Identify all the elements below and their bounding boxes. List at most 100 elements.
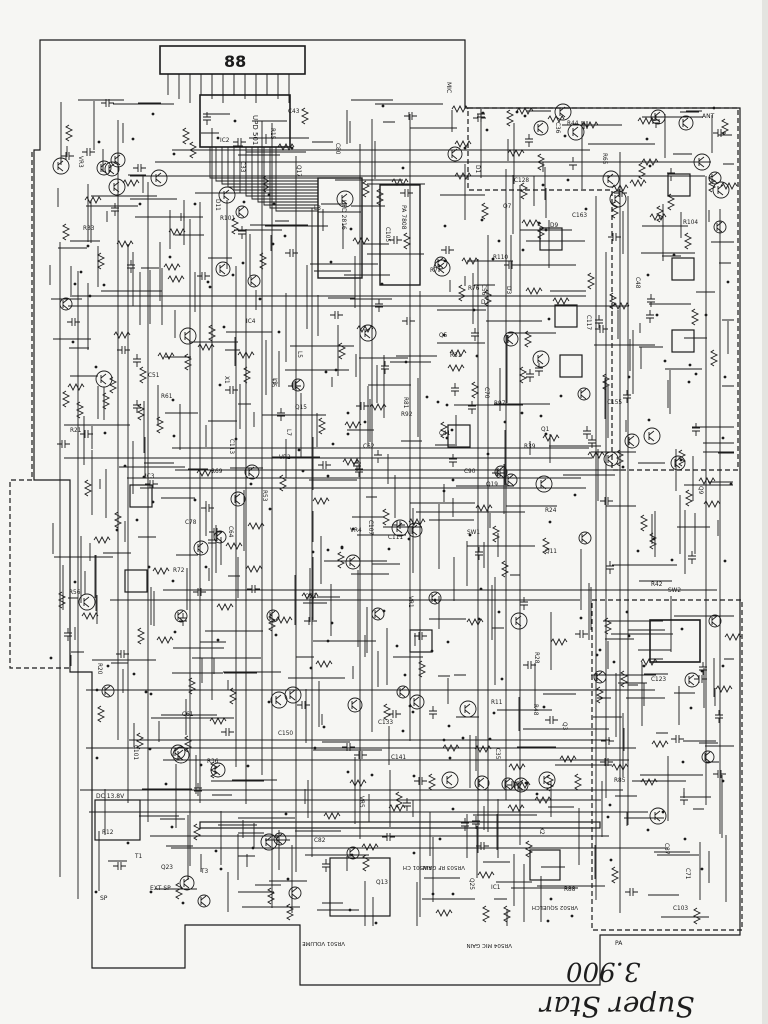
component-label: R65 bbox=[601, 153, 607, 165]
junction-dot bbox=[271, 242, 275, 246]
junction-dot bbox=[477, 617, 481, 621]
component-label: R101 bbox=[220, 216, 235, 222]
junction-dot bbox=[218, 383, 222, 387]
junction-dot bbox=[445, 403, 449, 407]
component-label: C113 bbox=[228, 439, 234, 454]
transistor-symbol bbox=[101, 684, 115, 698]
component-label: Q13 bbox=[376, 880, 388, 886]
transistor-symbol bbox=[554, 103, 572, 121]
junction-dot bbox=[95, 688, 99, 692]
transistor-symbol bbox=[172, 746, 190, 764]
transistor-symbol bbox=[409, 694, 425, 710]
junction-dot bbox=[138, 202, 142, 206]
transistor-symbol bbox=[538, 771, 556, 789]
component-label: IC3 bbox=[145, 474, 155, 480]
junction-dot bbox=[241, 261, 245, 265]
transistor-symbol bbox=[96, 160, 112, 176]
junction-dot bbox=[570, 914, 574, 918]
component-label: C33 bbox=[239, 161, 245, 173]
junction-dot bbox=[648, 164, 652, 168]
junction-dot bbox=[542, 705, 546, 709]
junction-dot bbox=[663, 359, 667, 363]
junction-dot bbox=[672, 253, 676, 257]
transistor-symbol bbox=[78, 593, 96, 611]
junction-dot bbox=[214, 849, 218, 853]
junction-dot bbox=[723, 559, 727, 563]
transistor-symbol bbox=[291, 378, 305, 392]
junction-dot bbox=[443, 259, 447, 263]
junction-dot bbox=[173, 630, 177, 634]
junction-dot bbox=[231, 273, 235, 277]
junction-dot bbox=[412, 774, 416, 778]
junction-dot bbox=[267, 700, 271, 704]
component-label: T1 bbox=[134, 854, 143, 860]
junction-dot bbox=[86, 244, 90, 248]
power-amp-ic bbox=[379, 184, 421, 286]
junction-dot bbox=[334, 368, 338, 372]
junction-dot bbox=[313, 746, 317, 750]
junction-dot bbox=[445, 436, 449, 440]
junction-dot bbox=[627, 634, 631, 638]
junction-dot bbox=[171, 398, 175, 402]
junction-dot bbox=[461, 736, 465, 740]
component-label: IC4 bbox=[246, 319, 256, 325]
component-label: R20 bbox=[96, 663, 102, 675]
transistor-symbol bbox=[193, 540, 209, 556]
junction-dot bbox=[348, 908, 352, 912]
component-label: C64 bbox=[227, 526, 233, 538]
junction-dot bbox=[479, 587, 483, 591]
junction-dot bbox=[547, 317, 551, 321]
junction-dot bbox=[132, 672, 136, 676]
component-label: R104 bbox=[683, 220, 698, 226]
component-label: C87 bbox=[663, 843, 669, 855]
control-rf-gain: VR503 RF GAIN bbox=[423, 864, 465, 870]
junction-dot bbox=[451, 478, 455, 482]
transistor-symbol bbox=[108, 178, 126, 196]
junction-dot bbox=[272, 202, 276, 206]
transistor-symbol bbox=[266, 609, 280, 623]
schematic-structure bbox=[9, 39, 743, 986]
component-label: R53 bbox=[261, 490, 267, 502]
junction-dot bbox=[73, 580, 77, 584]
junction-dot bbox=[549, 897, 553, 901]
component-labels: R20C33C35C36C41C43C48C51C56C61C62C64C70C… bbox=[69, 109, 703, 912]
component-label: C36 bbox=[554, 122, 560, 134]
junction-dot bbox=[729, 482, 733, 486]
component-label: Q1 bbox=[541, 427, 550, 433]
board-outline bbox=[33, 39, 741, 986]
junction-dot bbox=[374, 921, 378, 925]
junction-dot bbox=[683, 837, 687, 841]
component-label: SW2 bbox=[668, 588, 681, 594]
junction-dot bbox=[652, 537, 656, 541]
junction-dot bbox=[721, 779, 725, 783]
component-label: R56 bbox=[69, 590, 81, 596]
junction-dot bbox=[216, 136, 220, 140]
junction-dot bbox=[425, 395, 429, 399]
junction-dot bbox=[412, 851, 416, 855]
component-label: C123 bbox=[651, 677, 666, 683]
junction-dot bbox=[258, 297, 262, 301]
junction-dot bbox=[349, 227, 353, 231]
transistor-symbol bbox=[533, 120, 549, 136]
control-channel: SW501 CH bbox=[403, 864, 432, 870]
transistor-symbol bbox=[602, 170, 620, 188]
junction-dot bbox=[680, 627, 684, 631]
bottom-terminal-strip bbox=[199, 821, 601, 829]
junction-dot bbox=[488, 737, 492, 741]
transistor-symbol bbox=[643, 427, 661, 445]
junction-dot bbox=[700, 669, 704, 673]
junction-dot bbox=[222, 325, 226, 329]
junction-dot bbox=[73, 282, 77, 286]
transistor-symbol bbox=[235, 205, 249, 219]
junction-dot bbox=[481, 111, 485, 115]
junction-dot bbox=[95, 756, 99, 760]
transistor-symbol bbox=[345, 554, 361, 570]
junction-dot bbox=[480, 218, 484, 222]
transistor-symbol bbox=[346, 846, 360, 860]
junction-dot bbox=[151, 112, 155, 116]
junction-dot bbox=[97, 140, 101, 144]
component-label: VR1 bbox=[407, 596, 413, 608]
component-label: R110 bbox=[493, 255, 508, 261]
junction-dot bbox=[382, 609, 386, 613]
junction-dot bbox=[206, 280, 210, 284]
